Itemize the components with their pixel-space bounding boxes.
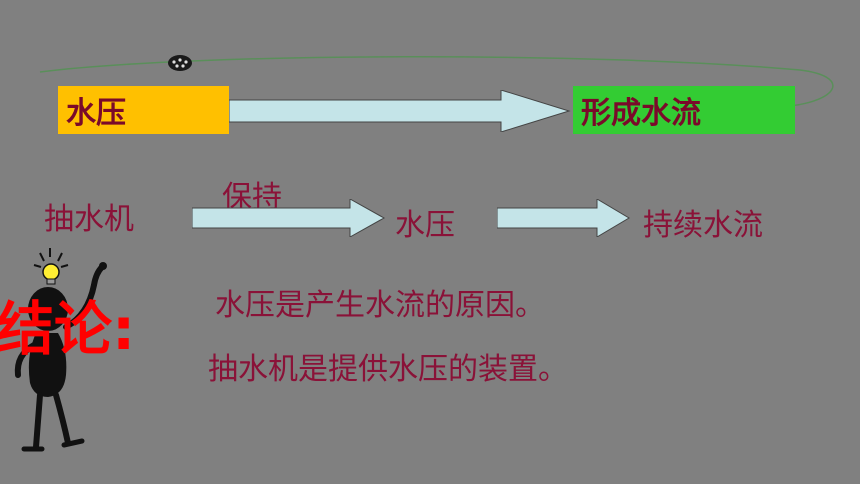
pump-label: 抽水机 xyxy=(44,202,134,237)
water-flow-box: 形成水流 xyxy=(573,86,795,134)
bead-icon xyxy=(168,55,192,71)
water-pressure-label: 水压 xyxy=(66,96,126,131)
conclusion-heading: 结论: xyxy=(0,295,136,363)
lightbulb-icon xyxy=(42,263,60,285)
conclusion-line-1: 水压是产生水流的原因。 xyxy=(215,288,545,323)
middle-arrow-2 xyxy=(497,199,630,237)
middle-water-pressure-label: 水压 xyxy=(395,208,455,243)
conclusion-line-2: 抽水机是提供水压的装置。 xyxy=(208,352,568,387)
continuous-flow-label: 持续水流 xyxy=(643,208,763,243)
water-flow-label: 形成水流 xyxy=(581,96,701,131)
water-pressure-box: 水压 xyxy=(58,86,229,134)
middle-arrow-1 xyxy=(192,199,386,237)
thinking-figure-icon xyxy=(14,248,107,452)
top-arrow xyxy=(229,90,571,132)
